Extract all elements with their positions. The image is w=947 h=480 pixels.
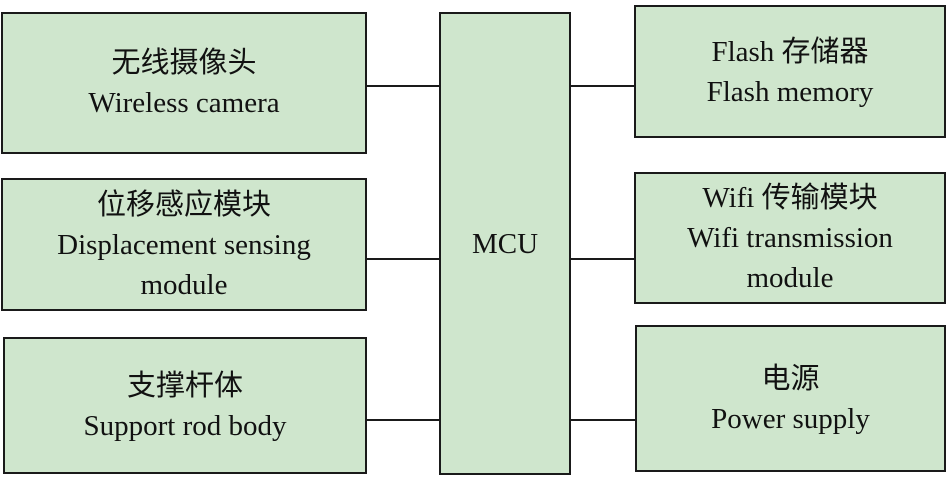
wifi-module-label-en-line2: module <box>746 262 834 294</box>
support-rod-label-zh: 支撑杆体 <box>126 369 243 402</box>
flash-memory-box: Flash 存储器 Flash memory <box>634 5 946 138</box>
connector-mcu-flash <box>570 85 636 87</box>
wifi-transmission-module-box: Wifi 传输模块 Wifi transmission module <box>634 172 946 304</box>
wifi-module-label-en: Wifi transmission <box>687 222 893 254</box>
flash-memory-label-en: Flash memory <box>706 75 874 108</box>
power-supply-label-zh: 电源 <box>761 362 820 395</box>
connector-camera-mcu <box>366 85 440 87</box>
connector-mcu-wifi <box>570 258 636 260</box>
wifi-module-label-zh: Wifi 传输模块 <box>702 182 878 214</box>
power-supply-label-en: Power supply <box>711 402 870 435</box>
connector-displacement-mcu <box>366 258 440 260</box>
wireless-camera-label-en: Wireless camera <box>88 87 280 119</box>
connector-support-mcu <box>366 419 440 421</box>
displacement-module-label-en-line2: module <box>140 268 228 301</box>
power-supply-box: 电源 Power supply <box>635 325 946 472</box>
displacement-module-label-en: Displacement sensing <box>57 228 311 261</box>
displacement-sensing-module-box: 位移感应模块 Displacement sensing module <box>1 178 367 311</box>
support-rod-label-en: Support rod body <box>83 409 287 442</box>
wireless-camera-box: 无线摄像头 Wireless camera <box>1 12 367 154</box>
flash-memory-label-zh: Flash 存储器 <box>711 35 869 68</box>
mcu-box: MCU <box>439 12 571 475</box>
displacement-module-label-zh: 位移感应模块 <box>96 188 271 221</box>
wireless-camera-label-zh: 无线摄像头 <box>111 47 257 79</box>
connector-mcu-power <box>570 419 636 421</box>
support-rod-body-box: 支撑杆体 Support rod body <box>3 337 367 474</box>
mcu-label: MCU <box>471 227 539 260</box>
